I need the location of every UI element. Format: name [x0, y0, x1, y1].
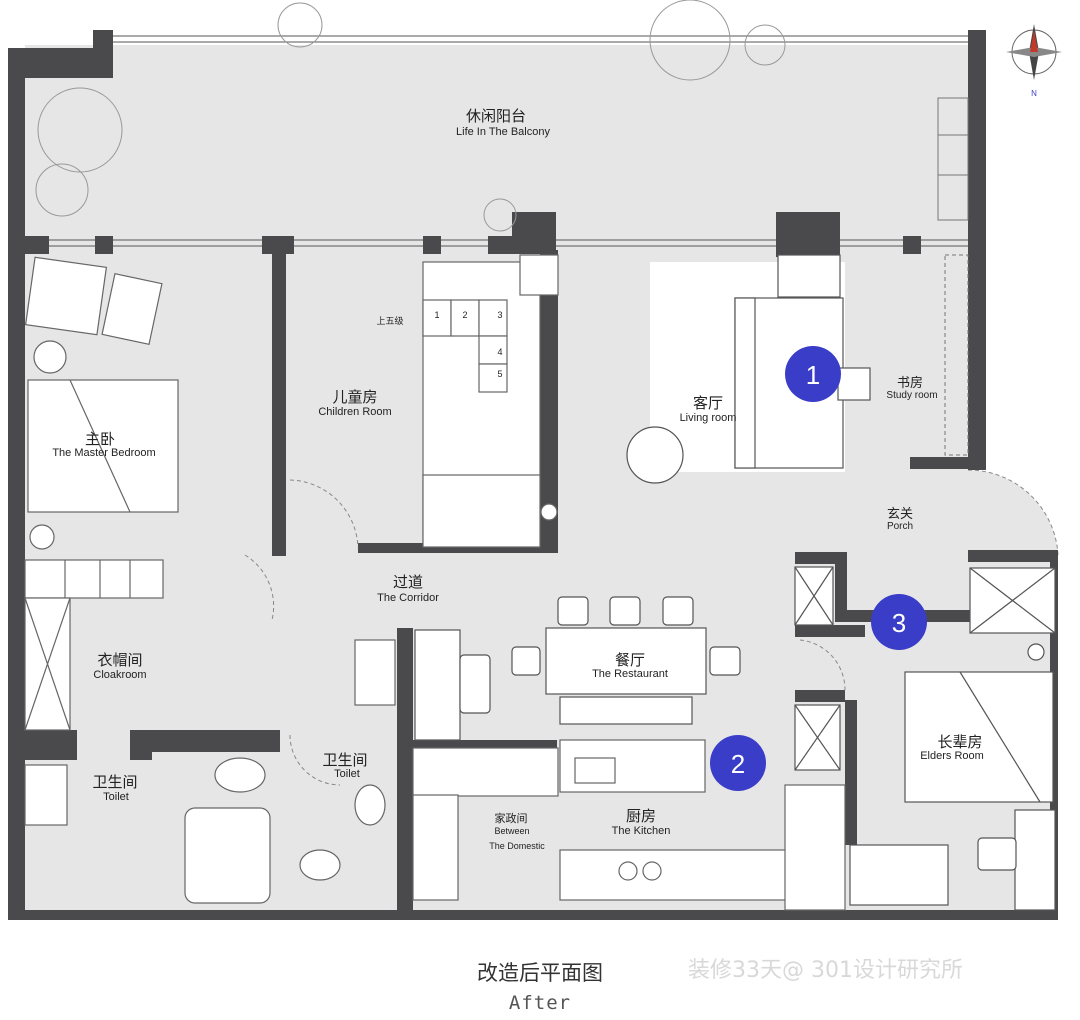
caption-cn: 改造后平面图 [477, 961, 603, 985]
compass-icon: N [1006, 24, 1062, 98]
marker-2: 2 [710, 735, 766, 791]
children-label-cn: 儿童房 [332, 388, 377, 406]
porch-arc [967, 469, 1059, 556]
kitchen-label-en: The Kitchen [612, 825, 671, 837]
kitchen-label-cn: 厨房 [626, 807, 656, 825]
step-5: 5 [497, 369, 502, 379]
study-label-en: Study room [886, 390, 937, 401]
dining-furniture [414, 596, 741, 741]
toilet2-label-en: Toilet [334, 768, 360, 780]
step-1: 1 [434, 310, 439, 320]
master-label-en: The Master Bedroom [52, 447, 155, 459]
floor-plan: 休闲阳台 Life In The Balcony 主卧 The Master B… [8, 0, 1062, 920]
balcony-label-cn: 休闲阳台 [466, 107, 526, 125]
children-furniture [422, 254, 559, 548]
watermark: 装修33天@ 301设计研究所 [688, 958, 963, 983]
study-label-cn: 书房 [897, 375, 923, 391]
step-2: 2 [462, 310, 467, 320]
restaurant-label-cn: 餐厅 [615, 651, 645, 669]
kitchen-furniture [412, 739, 846, 911]
caption-en: After [508, 992, 572, 1014]
study-shelves [937, 97, 969, 456]
marker-1: 1 [785, 346, 841, 402]
elders-label-en: Elders Room [920, 750, 984, 762]
bathroom-fixtures [24, 639, 396, 904]
balcony-label-en: Life In The Balcony [456, 126, 550, 138]
step-4: 4 [497, 347, 502, 357]
toilet2-label-cn: 卫生间 [322, 751, 367, 769]
marker-1-label: 1 [806, 360, 820, 390]
door-swings [244, 479, 846, 786]
cloakroom-label-cn: 衣帽间 [97, 651, 142, 669]
toilet1-label-cn: 卫生间 [92, 773, 137, 791]
porch-floor-bulge [968, 470, 1058, 560]
compass-north-label: N [1031, 89, 1037, 98]
balcony-plants [35, 0, 786, 232]
stairs-label: 上五级 [376, 315, 403, 326]
marker-3-label: 3 [892, 608, 906, 638]
master-furniture [24, 256, 179, 550]
marker-3: 3 [871, 594, 927, 650]
children-label-en: Children Room [318, 406, 391, 418]
elders-furniture [794, 566, 1056, 911]
corridor-label-en: The Corridor [377, 592, 439, 604]
domestic-label-en2: The Domestic [489, 841, 545, 851]
domestic-label-en1: Between [494, 826, 529, 836]
master-label-cn: 主卧 [85, 430, 115, 448]
marker-2-label: 2 [731, 749, 745, 779]
cloakroom-label-en: Cloakroom [93, 669, 146, 681]
corridor-label-cn: 过道 [393, 573, 423, 591]
domestic-label-cn: 家政间 [495, 811, 528, 825]
cloakroom-wardrobes [24, 559, 164, 731]
wall-blocks [25, 212, 970, 469]
restaurant-label-en: The Restaurant [592, 668, 668, 680]
elders-label-cn: 长辈房 [937, 733, 982, 751]
step-3: 3 [497, 310, 502, 320]
porch-label-cn: 玄关 [887, 507, 913, 522]
outer-walls [8, 30, 1058, 920]
living-label-cn: 客厅 [693, 394, 723, 412]
living-label-en: Living room [680, 412, 737, 424]
toilet1-label-en: Toilet [103, 791, 129, 803]
porch-label-en: Porch [887, 521, 913, 532]
